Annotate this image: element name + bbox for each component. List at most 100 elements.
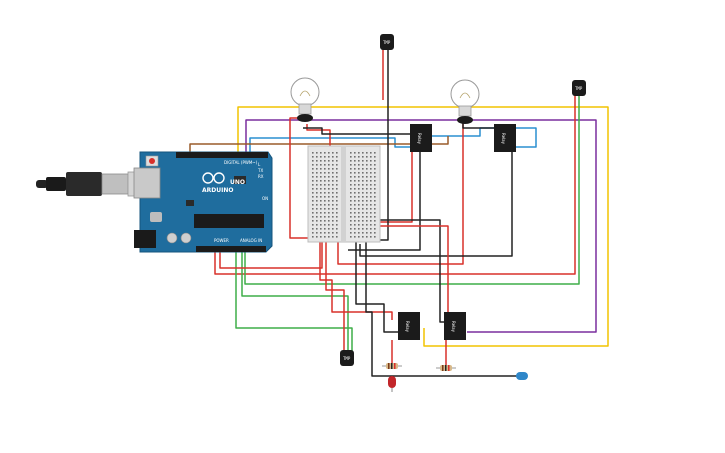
wire-black-bulb2[interactable] [462,122,496,129]
breadboard-hole [316,236,318,238]
breadboard-hole [370,220,372,222]
breadboard-hole [358,160,360,162]
breadboard-hole [354,232,356,234]
breadboard-hole [320,156,322,158]
relay-1[interactable]: Relay [410,124,432,152]
breadboard-hole [362,176,364,178]
wire-green-sensor2[interactable] [244,92,580,285]
wire-brown[interactable] [189,136,449,152]
light-bulb-2[interactable] [450,79,480,124]
breadboard-hole [316,164,318,166]
breadboard-hole [332,156,334,158]
temperature-sensor-2[interactable]: TMP [572,80,586,96]
breadboard-hole [350,160,352,162]
breadboard-hole [366,164,368,166]
breadboard-hole [316,168,318,170]
wire-black-bulb1[interactable] [303,127,415,135]
wire-green-analog2[interactable] [241,246,349,354]
breadboard-hole [328,232,330,234]
breadboard-hole [320,216,322,218]
breadboard-hole [312,208,314,210]
temperature-sensor-3[interactable]: TMP [340,350,354,366]
breadboard-hole [362,236,364,238]
wire-black-relay2[interactable] [359,150,513,257]
breadboard-hole [316,228,318,230]
wire-red-sensor2[interactable] [214,92,576,275]
arduino-board[interactable]: ARDUINO UNO DIGITAL (PWM~) POWER ANALOG … [133,151,273,253]
wire-black-bottom2[interactable] [365,240,520,377]
breadboard-hole [358,224,360,226]
wire-purple[interactable] [245,119,597,333]
temperature-sensor-1[interactable]: TMP [380,34,394,50]
breadboard-hole [366,176,368,178]
breadboard-hole [316,204,318,206]
breadboard-hole [312,200,314,202]
resistor-1[interactable] [382,363,402,369]
led-blue[interactable] [516,372,528,380]
breadboard-hole [370,228,372,230]
breadboard-hole [328,160,330,162]
breadboard-hole [358,176,360,178]
breadboard-hole [336,192,338,194]
breadboard-hole [336,172,338,174]
breadboard-hole [332,164,334,166]
breadboard-hole [358,200,360,202]
breadboard-hole [350,224,352,226]
breadboard-hole [324,160,326,162]
breadboard-hole [362,204,364,206]
breadboard-hole [354,208,356,210]
wire-blue-1[interactable] [249,137,415,152]
relay-3[interactable]: Relay [398,312,420,340]
breadboard-hole [350,180,352,182]
relay-2[interactable]: Relay [494,124,516,152]
breadboard-hole [324,236,326,238]
breadboard-hole [316,232,318,234]
breadboard-hole [366,184,368,186]
wire-red-board[interactable] [219,240,323,269]
wire-black-bottom1[interactable] [355,240,404,333]
resistor-2[interactable] [436,365,456,371]
breadboard-hole [320,204,322,206]
breadboard-hole [366,156,368,158]
breadboard-hole [370,196,372,198]
breadboard-hole [350,168,352,170]
led-red[interactable] [388,376,396,392]
breadboard-hole [354,204,356,206]
breadboard-hole [366,232,368,234]
breadboard-hole [374,204,376,206]
wire-black-relay1[interactable] [348,150,421,251]
breadboard-hole [366,188,368,190]
breadboard-hole [328,228,330,230]
wire-red-bottom2[interactable] [325,240,345,354]
breadboard-hole [332,220,334,222]
wire-red-bulb2[interactable] [337,120,464,265]
breadboard-hole [316,160,318,162]
breadboard-hole [316,200,318,202]
analog-label: ANALOG IN [240,238,262,243]
breadboard-hole [362,216,364,218]
breadboard-hole [336,220,338,222]
breadboard-hole [332,216,334,218]
breadboard-hole [354,184,356,186]
breadboard-hole [332,204,334,206]
breadboard-hole [336,204,338,206]
wire-green-analog1[interactable] [235,246,353,354]
breadboard-hole [354,152,356,154]
wire-red-bottom1[interactable] [319,240,393,320]
breadboard-hole [316,180,318,182]
breadboard-hole [312,152,314,154]
relay-2-label: Relay [501,133,506,145]
breadboard-hole [362,172,364,174]
wire-red-bulb1[interactable] [289,117,316,239]
relay-4[interactable]: Relay [444,312,466,340]
breadboard[interactable] [307,145,381,243]
l-label: L [258,162,261,167]
digital-label: DIGITAL (PWM~) [224,160,258,165]
on-label: ON [262,196,268,201]
wire-red-relay3[interactable] [350,225,449,312]
light-bulb-1[interactable] [290,77,320,122]
breadboard-hole [370,192,372,194]
wire-yellow[interactable] [237,106,609,347]
breadboard-hole [358,236,360,238]
